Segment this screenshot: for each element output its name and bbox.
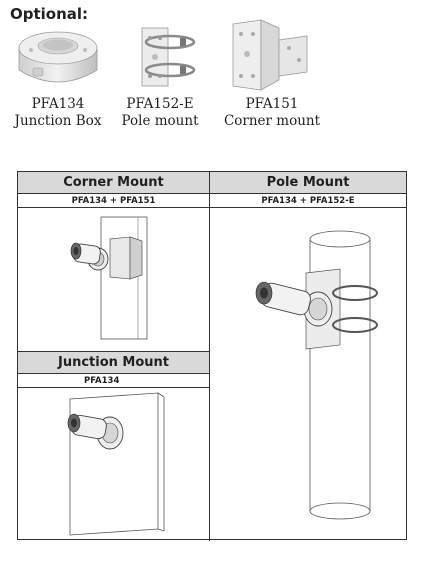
corner-mount-image	[232, 19, 308, 91]
table-divider	[209, 172, 210, 541]
junction-mount-header: Junction Mount	[18, 352, 209, 374]
junction-mount-diagram	[67, 392, 165, 536]
mounting-table: Corner Mount PFA134 + PFA151 Junction Mo…	[17, 171, 407, 541]
accessory-code: PFA151	[245, 96, 299, 112]
accessory-code: PFA134	[31, 96, 85, 112]
pole-mount-image	[141, 27, 196, 87]
corner-mount-parts: PFA134 + PFA151	[18, 194, 209, 208]
junction-box-image	[18, 31, 98, 83]
pole-mount-diagram	[255, 230, 378, 520]
pole-mount-header: Pole Mount	[210, 172, 406, 194]
junction-mount-parts: PFA134	[18, 374, 209, 388]
optional-heading: Optional:	[10, 5, 89, 23]
accessory-description: Pole mount	[121, 113, 199, 129]
accessory-pole-mount: PFA152-E Pole mount	[120, 14, 200, 130]
corner-mount-header: Corner Mount	[18, 172, 209, 194]
accessory-description: Junction Box	[14, 113, 102, 129]
corner-mount-illustration	[18, 209, 209, 351]
accessory-junction-box: PFA134 Junction Box	[13, 14, 103, 130]
pole-mount-illustration	[210, 209, 406, 539]
accessory-corner-mount: PFA151 Corner mount	[223, 14, 321, 130]
accessory-description: Corner mount	[223, 113, 321, 129]
pole-mount-parts: PFA134 + PFA152-E	[210, 194, 406, 208]
accessory-code: PFA152-E	[126, 96, 194, 112]
corner-mount-diagram	[70, 216, 148, 340]
junction-mount-illustration	[18, 389, 209, 539]
table-row-divider	[18, 351, 209, 352]
